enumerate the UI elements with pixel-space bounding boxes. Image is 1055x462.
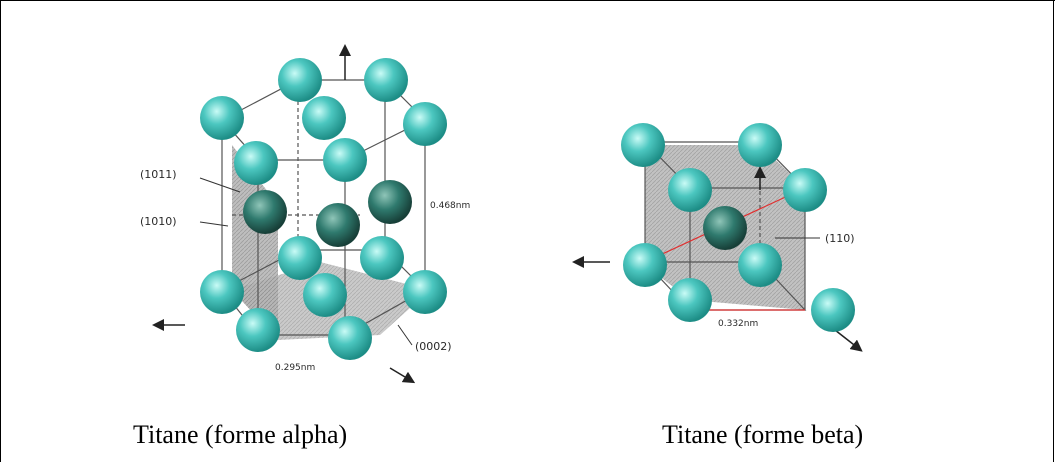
atom — [738, 243, 782, 287]
atom — [234, 141, 278, 185]
atom-center — [703, 206, 747, 250]
atom — [236, 308, 280, 352]
frame-top-border — [0, 0, 1055, 1]
atom-interior — [368, 180, 412, 224]
label-plane-0002: (0002) — [415, 340, 452, 353]
frame-right-border — [1053, 0, 1054, 462]
atom — [328, 316, 372, 360]
label-plane-1010: (1010) — [140, 215, 177, 228]
atom — [738, 123, 782, 167]
atom — [621, 123, 665, 167]
atom — [360, 236, 404, 280]
atom — [200, 270, 244, 314]
label-base-length: 0.295nm — [275, 363, 315, 373]
atom — [668, 168, 712, 212]
label-edge-length: 0.332nm — [718, 319, 758, 329]
alpha-axis-arrow-down-right — [389, 367, 416, 384]
atom — [278, 58, 322, 102]
atom-interior — [316, 203, 360, 247]
atom — [303, 273, 347, 317]
atom — [323, 138, 367, 182]
atom — [302, 96, 346, 140]
atom — [783, 168, 827, 212]
alpha-titanium-hcp-diagram: (1011) (1010) 0.468nm (0002) 0.295nm — [140, 44, 470, 384]
atom — [403, 270, 447, 314]
atom — [278, 236, 322, 280]
beta-titanium-bcc-diagram: (110) 0.332nm — [572, 123, 863, 352]
caption-alpha: Titane (forme alpha) — [133, 420, 348, 449]
caption-beta: Titane (forme beta) — [662, 420, 864, 449]
atom — [811, 288, 855, 332]
atom — [200, 96, 244, 140]
label-plane-110: (110) — [825, 232, 855, 245]
label-plane-1011: (1011) — [140, 168, 177, 181]
atom — [364, 58, 408, 102]
frame-left-border — [0, 0, 1, 462]
alpha-label-pointers — [199, 177, 413, 346]
label-height: 0.468nm — [430, 201, 470, 211]
atom — [403, 102, 447, 146]
atom-interior — [243, 190, 287, 234]
beta-axis-arrow-down-right — [834, 329, 863, 352]
atom — [623, 243, 667, 287]
atom — [668, 278, 712, 322]
